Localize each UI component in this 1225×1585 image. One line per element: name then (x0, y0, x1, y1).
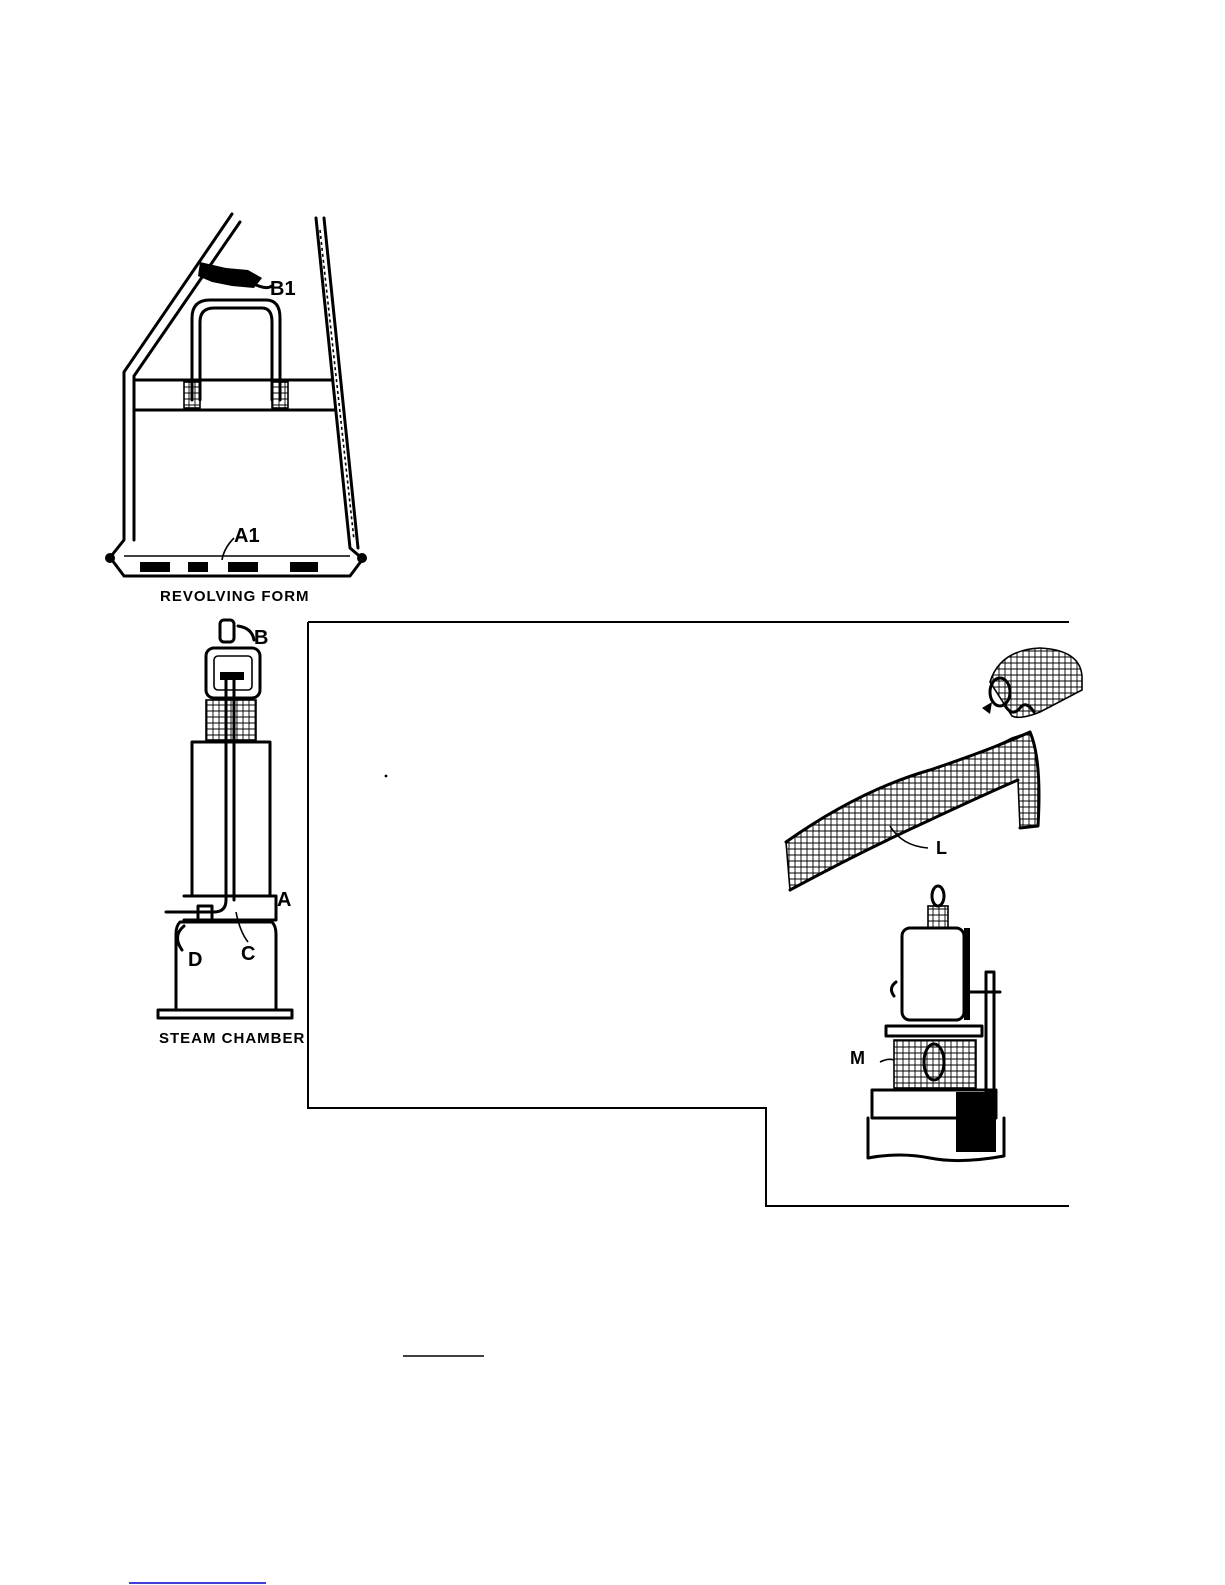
stray-dot (385, 775, 388, 778)
label-c: C (241, 943, 255, 965)
label-m: M (850, 1048, 865, 1068)
label-a1: A1 (234, 525, 260, 547)
revolving-form-caption: REVOLVING FORM (160, 588, 310, 605)
label-b1: B1 (270, 278, 296, 300)
label-a: A (277, 889, 291, 911)
label-l: L (936, 838, 947, 858)
device-m-figure: M (850, 886, 1004, 1161)
steam-chamber-figure: B A C D STEAM CHAMBER (158, 620, 305, 1047)
label-b: B (254, 627, 268, 649)
coiled-strip-figure (982, 648, 1082, 717)
strip-l-figure: L (786, 732, 1039, 890)
label-d: D (188, 949, 202, 971)
steam-chamber-caption: STEAM CHAMBER (159, 1030, 305, 1047)
revolving-form-figure: B1 A1 REVOLVING FORM (105, 214, 367, 605)
